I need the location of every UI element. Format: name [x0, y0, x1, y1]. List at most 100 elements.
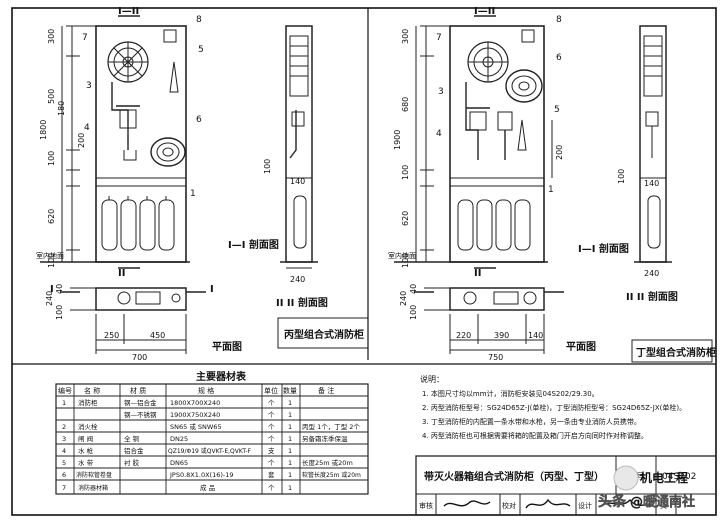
table-cell: 丙型 1个，丁型 2个: [302, 422, 360, 431]
left-dim-100b: 100: [47, 253, 56, 268]
left-section-title: I—I 剖面图: [228, 238, 279, 251]
table-cell: 2: [62, 423, 66, 431]
table-cell: 个: [268, 423, 275, 431]
left-floor-label: 室内地面: [36, 251, 64, 260]
left-callout-6: 6: [196, 115, 202, 125]
right-plan-dim-390: 390: [494, 331, 509, 340]
designer-signature: [601, 498, 653, 507]
table-cell: 3: [62, 435, 66, 443]
right-dim-1900: 1900: [393, 130, 402, 150]
watermark-logo-text: 机电工程: [640, 470, 688, 485]
right-cabinet-drawing: [394, 15, 672, 354]
left-callout-3: 3: [86, 81, 92, 91]
table-header-material: 材 质: [130, 386, 146, 395]
table-cell: 消防器材箱: [78, 484, 108, 492]
right-dim-100: 100: [401, 165, 410, 180]
right-plan-body: [449, 287, 545, 311]
table-header-name: 名 称: [84, 386, 100, 395]
table-cell: DN25: [170, 435, 188, 443]
table-cell: 1: [288, 423, 292, 431]
right-type-title: 丁型组合式消防柜: [636, 346, 716, 359]
right-small-box: [521, 29, 535, 43]
left-section2-title: II II 剖面图: [276, 296, 328, 309]
left-cut-mark-top: I—II: [118, 6, 139, 17]
left-callout-8: 8: [196, 15, 202, 25]
left-hose-coil: [150, 137, 186, 167]
watermark-logo-icon: [613, 465, 639, 491]
right-nozzle: [517, 119, 527, 151]
table-cell: 水 带: [78, 458, 94, 467]
right-floor-label: 室内地面: [388, 251, 416, 260]
left-plan-dim-250: 250: [104, 331, 119, 340]
table-cell: 个: [268, 411, 275, 419]
right-plan-dim-100: 100: [409, 305, 418, 320]
table-header-unit: 单位: [264, 386, 278, 395]
right-section-dim-100: 100: [617, 169, 626, 184]
watermark: 机电工程 头条 @暖通南社: [598, 465, 695, 510]
table-cell: 1: [288, 471, 292, 479]
materials-table-title: 主要器材表: [196, 370, 247, 383]
table-cell: QZ19/Φ19 或QVKT-E,QVKT-F: [168, 447, 252, 455]
table-header-spec: 规 格: [198, 386, 214, 395]
checker-signature: [525, 498, 571, 509]
left-dim-300: 300: [47, 29, 56, 44]
left-section-dim-100: 100: [263, 159, 272, 174]
table-cell: 钢—铝合金: [124, 398, 157, 407]
table-cell: 5: [62, 459, 66, 467]
table-cell: 1900X750X240: [170, 411, 220, 419]
table-cell: 衬 胶: [124, 458, 140, 467]
left-cut-mark-bottom: II: [118, 268, 125, 279]
table-header-remarks: 备 注: [318, 386, 334, 395]
left-dim-100: 100: [47, 151, 56, 166]
table-cell: 长度25m 或20m: [302, 458, 353, 467]
left-callout-1: 1: [190, 189, 196, 199]
table-cell: DN65: [170, 459, 188, 467]
left-plan-dim-100: 100: [55, 305, 64, 320]
table-cell: 1: [62, 399, 66, 407]
left-plan-dim-40: 40: [55, 284, 64, 294]
title-block-design-label: 设计: [578, 501, 592, 510]
watermark-prefix: 头条: [598, 493, 627, 510]
left-pipe-elbow: [123, 150, 137, 161]
left-extinguishers: [101, 196, 175, 251]
table-cell: 个: [268, 399, 275, 407]
right-plan-title: 平面图: [566, 341, 596, 353]
table-header-qty: 数量: [283, 386, 297, 395]
right-callout-3: 3: [438, 87, 444, 97]
notes: 说明： 1. 本图尺寸均以mm计，消防柜安装见04S202/29.30。 2. …: [420, 374, 686, 440]
table-cell: 6: [62, 471, 66, 479]
left-dim-620: 620: [47, 209, 56, 224]
materials-table: 主要器材表 编号 名 称 材 质 规 格 单位 数量 备 注: [55, 370, 369, 495]
table-cell: 个: [268, 484, 275, 492]
right-cut-mark-bottom: II: [474, 268, 481, 279]
left-dim-500: 500: [47, 89, 56, 104]
left-plan-section-right: I: [210, 284, 214, 295]
notes-heading: 说明：: [420, 374, 444, 384]
table-cell: 1800X700X240: [170, 399, 220, 407]
right-plan-dim-220: 220: [456, 331, 471, 340]
note-item: 2. 丙型消防柜型号：SG24D65Z-J(单栓)，丁型消防柜型号：SG24D6…: [422, 403, 686, 412]
left-callout-5: 5: [198, 45, 204, 55]
table-cell: 消火栓: [78, 422, 98, 431]
table-cell: 另备霜冻季保温: [302, 434, 348, 443]
reviewer-signature: [443, 500, 491, 507]
table-cell: 4: [62, 447, 66, 455]
right-callout-1: 1: [548, 185, 554, 195]
table-cell: 消防软管卷盘: [76, 471, 112, 479]
left-plan-body: [95, 287, 187, 311]
left-callout-4: 4: [84, 123, 90, 133]
table-cell: 软管长度25m 或20m: [302, 471, 361, 479]
left-dim-200: 200: [77, 133, 86, 148]
table-cell: 个: [268, 435, 275, 443]
note-item: 1. 本图尺寸均以mm计，消防柜安装见04S202/29.30。: [422, 389, 599, 398]
left-section-dim-140: 140: [290, 177, 305, 186]
right-section2-title: II II 剖面图: [626, 290, 678, 303]
table-cell: 闸 阀: [78, 434, 93, 443]
table-cell: 全 铜: [124, 434, 140, 443]
table-cell: 1: [288, 435, 292, 443]
table-cell: 套: [268, 470, 275, 479]
left-callout-7: 7: [82, 33, 88, 43]
left-dim-1800: 1800: [39, 120, 48, 140]
